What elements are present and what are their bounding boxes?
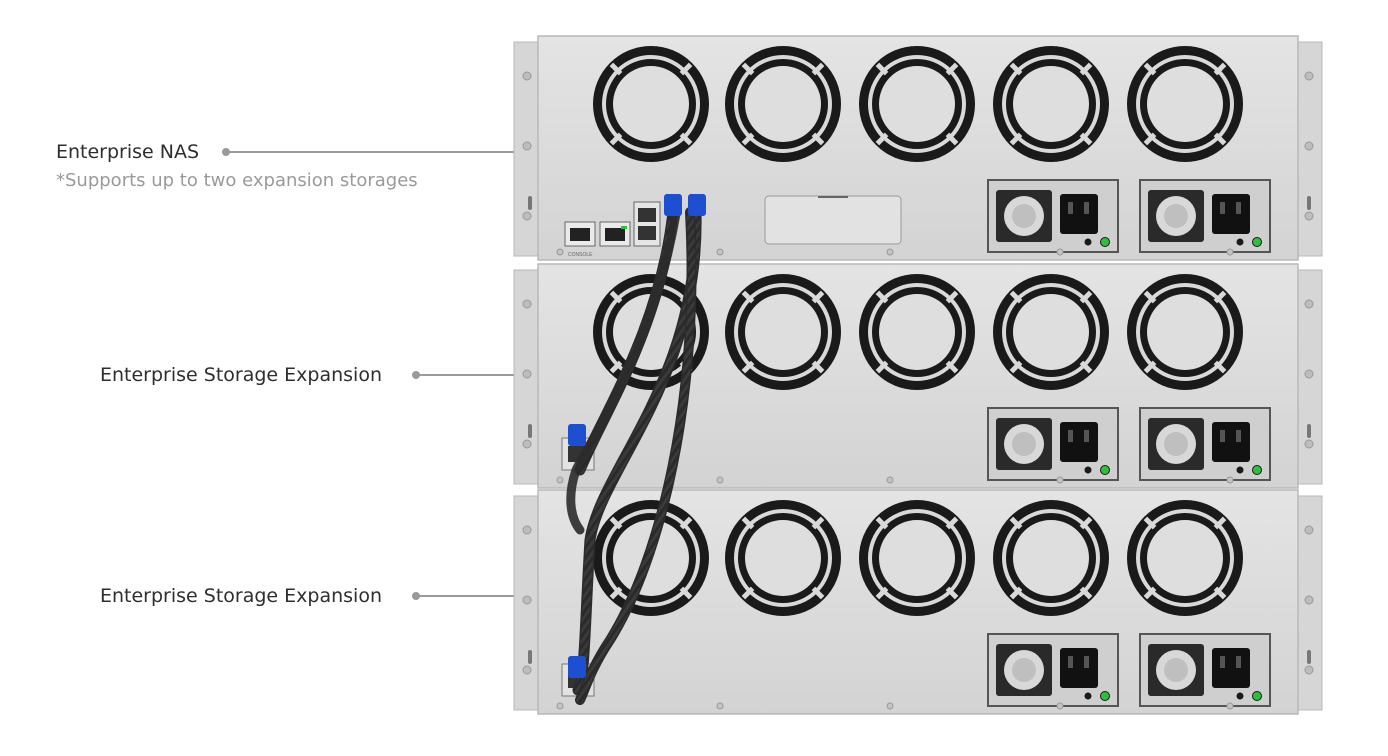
power-led-icon <box>1252 465 1262 475</box>
screw-icon <box>1304 369 1314 379</box>
console-port-label: CONSOLE <box>568 252 593 258</box>
connector-exp2 <box>568 656 586 678</box>
screw-icon <box>1304 439 1314 449</box>
power-socket-icon <box>1060 422 1098 462</box>
screw-icon <box>1304 525 1314 535</box>
power-socket-icon <box>1060 648 1098 688</box>
power-socket-icon <box>1060 194 1098 234</box>
connector-exp1 <box>568 424 586 446</box>
callout-expansion-2-leader <box>416 595 540 597</box>
screw-icon <box>522 211 532 221</box>
power-led-icon <box>1252 237 1262 247</box>
screw-icon <box>1304 211 1314 221</box>
connector-nas-2 <box>688 194 706 216</box>
screw-icon <box>522 369 532 379</box>
connector-nas-1 <box>664 194 682 216</box>
screw-icon <box>522 665 532 675</box>
screw-icon <box>1304 71 1314 81</box>
screw-icon <box>522 299 532 309</box>
power-led-icon <box>1100 691 1110 701</box>
screw-icon <box>522 71 532 81</box>
callout-nas-leader <box>226 151 540 153</box>
screw-icon <box>1304 595 1314 605</box>
callout-nas-title: Enterprise NAS <box>56 141 200 163</box>
power-socket-icon <box>1212 422 1250 462</box>
callout-expansion-1-title: Enterprise Storage Expansion <box>100 364 382 386</box>
screw-icon <box>522 525 532 535</box>
screw-icon <box>522 141 532 151</box>
screw-icon <box>522 595 532 605</box>
screw-icon <box>1304 299 1314 309</box>
callout-expansion-2-title: Enterprise Storage Expansion <box>100 585 382 607</box>
callout-expansion-1-leader <box>416 374 540 376</box>
power-led-icon <box>1252 691 1262 701</box>
power-socket-icon <box>1212 194 1250 234</box>
sas-cables <box>566 194 706 705</box>
expansion-unit-2 <box>513 489 1323 715</box>
power-led-icon <box>1100 465 1110 475</box>
power-socket-icon <box>1212 648 1250 688</box>
screw-icon <box>522 439 532 449</box>
screw-icon <box>1304 141 1314 151</box>
cable-c-braid <box>576 208 696 704</box>
blank-cover-plate <box>764 195 902 245</box>
expansion-unit-1 <box>513 263 1323 489</box>
cable-d <box>566 209 681 535</box>
screw-icon <box>1304 665 1314 675</box>
callout-nas-note: *Supports up to two expansion storages <box>56 170 418 191</box>
power-led-icon <box>1100 237 1110 247</box>
nas-unit: CONSOLE <box>513 35 1323 261</box>
